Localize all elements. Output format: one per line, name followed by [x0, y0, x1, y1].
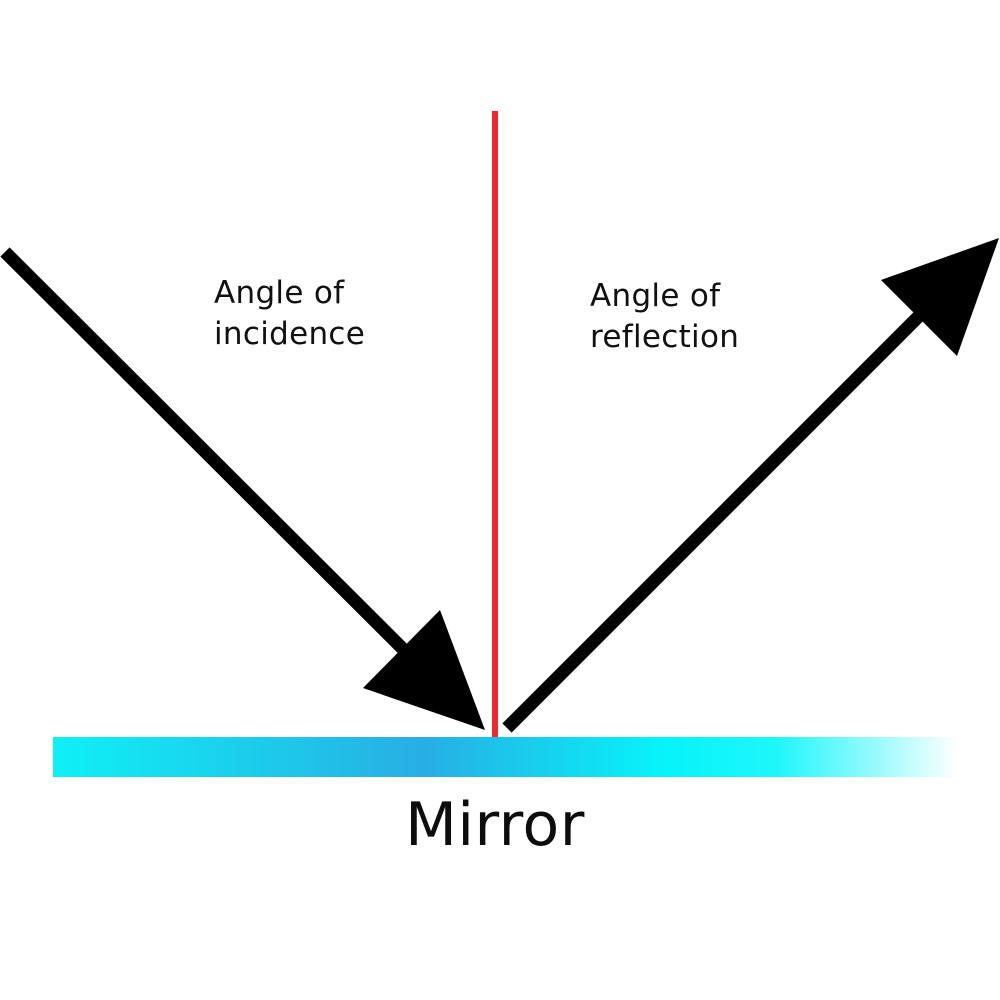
- incident-ray: [0, 247, 485, 730]
- incidence-label-line-1: Angle of: [214, 275, 345, 311]
- incidence-label-line-2: incidence: [214, 316, 366, 352]
- angle-of-reflection-label: Angle of reflection: [590, 276, 739, 358]
- mirror-surface: [53, 737, 958, 777]
- mirror-label: Mirror: [405, 790, 585, 860]
- reflected-arrowhead: [881, 238, 999, 356]
- angle-of-incidence-label: Angle of incidence: [214, 273, 365, 355]
- reflection-label-line-1: Angle of: [590, 278, 721, 314]
- reflected-ray: [502, 238, 999, 733]
- reflection-label-line-2: reflection: [590, 319, 740, 355]
- reflected-ray-shaft: [502, 307, 928, 733]
- incident-arrowhead: [363, 610, 485, 730]
- incident-ray-shaft: [0, 247, 423, 669]
